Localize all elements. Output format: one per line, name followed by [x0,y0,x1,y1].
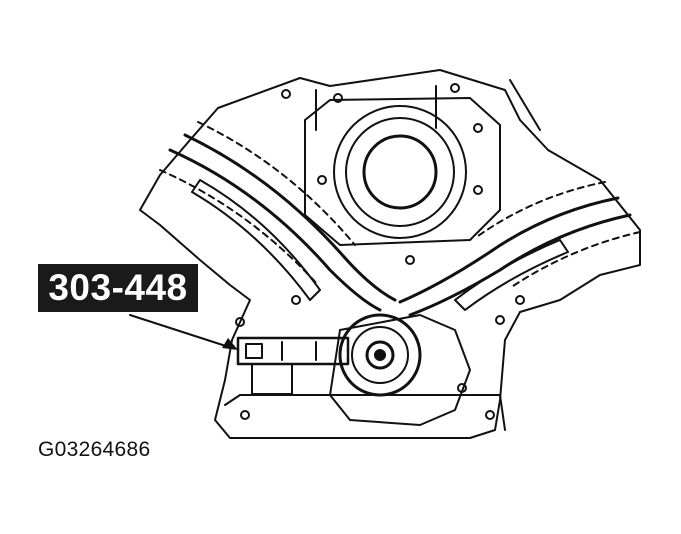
front-seal-housing [333,105,467,239]
center-cover-flange [304,97,501,246]
right-chain-guide [454,239,569,311]
crankshaft-holding-tool [236,336,350,395]
studs [315,79,541,131]
tool-number-label: 303-448 [38,264,198,312]
callout-arrow [129,314,238,350]
left-chain-guide [191,179,321,301]
lower-pan-rail [224,394,506,431]
figure-id-text: G03264686 [38,438,151,461]
left-timing-chain [159,121,397,312]
bolt-holes [235,83,525,420]
oil-pump-body [329,314,471,426]
